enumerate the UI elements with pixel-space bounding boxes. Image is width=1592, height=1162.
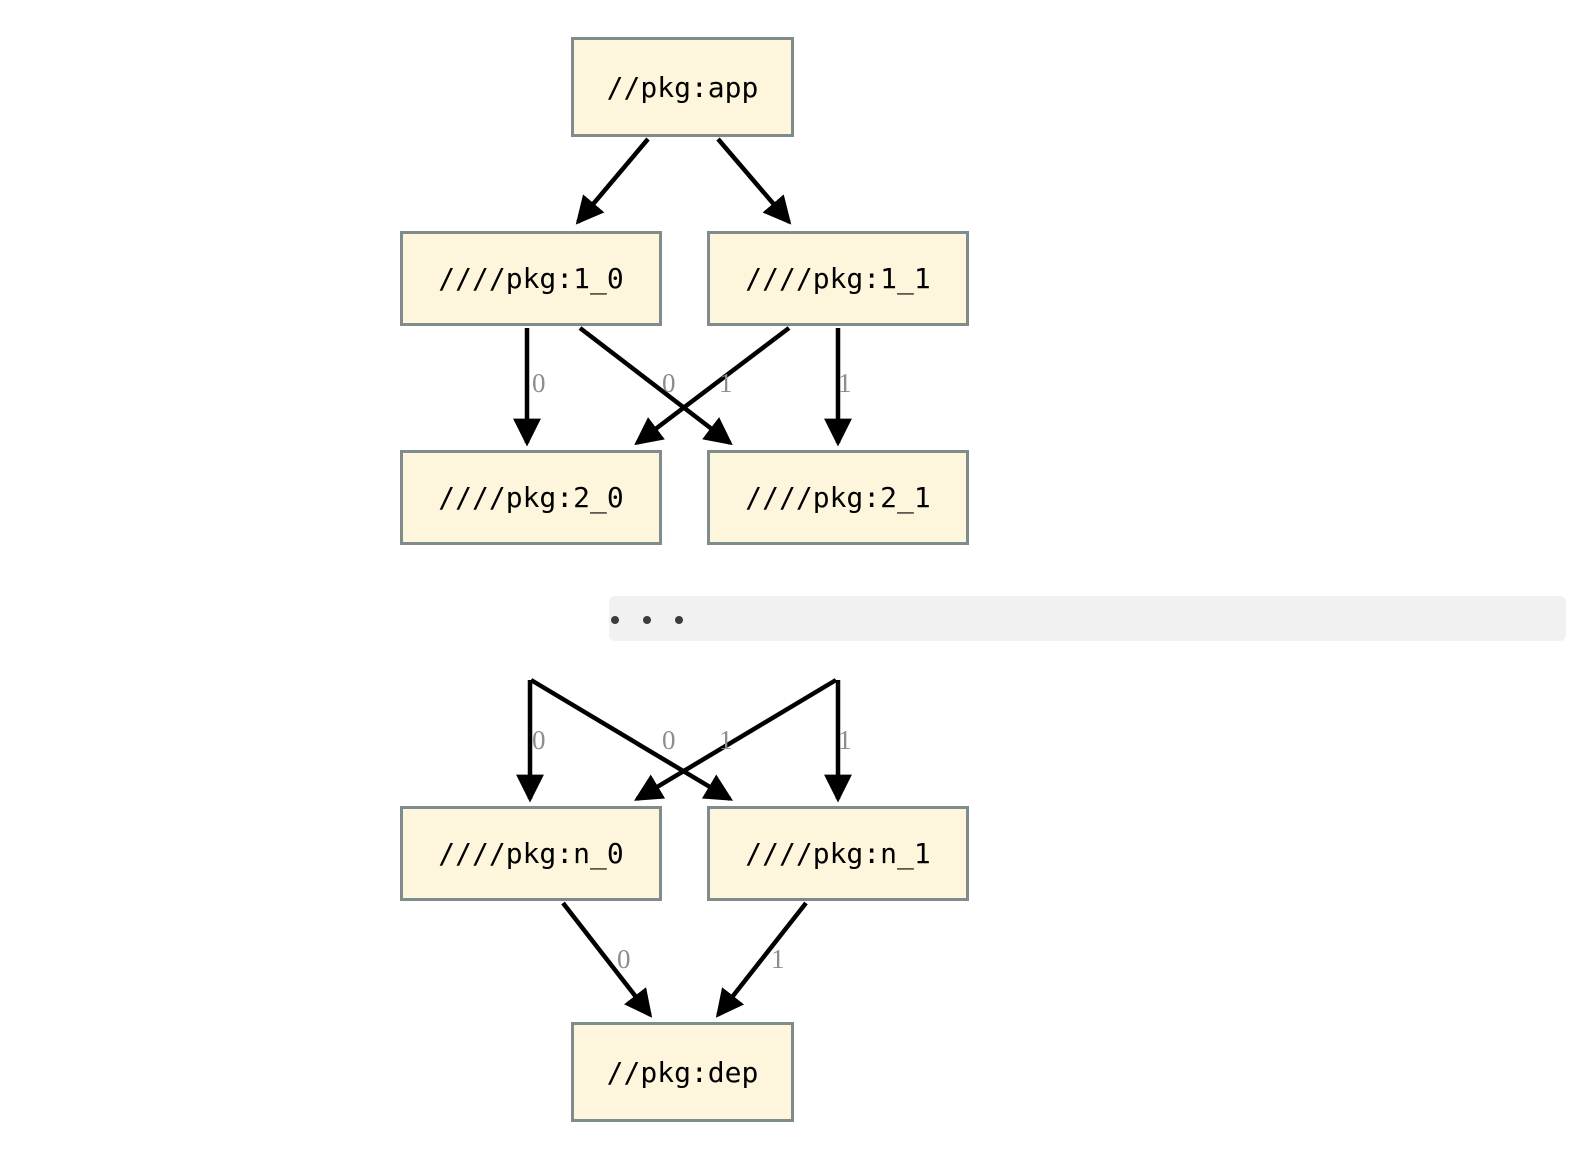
node-app-label: //pkg:app [606,70,759,104]
edge-n_0-to-dep [561,901,653,1018]
node-pkg-2_1-label: ////pkg:2_1 [745,481,931,514]
edge-truncated-to-n_0-cross [634,678,838,801]
ellipsis-dot-1 [611,616,619,624]
node-pkg-n_1[interactable]: ////pkg:n_1 [707,806,969,901]
node-pkg-1_1[interactable]: ////pkg:1_1 [707,231,969,326]
truncated-levels-band [609,596,1566,641]
edge-truncated-to-n_1-cross [529,678,733,801]
ellipsis-dot-2 [643,616,651,624]
node-pkg-1_0[interactable]: ////pkg:1_0 [400,231,662,326]
edge-label-truncated-to-n_1: 1 [838,725,852,755]
node-pkg-n_0[interactable]: ////pkg:n_0 [400,806,662,901]
edge-label-n_1-to-dep: 1 [771,944,785,974]
node-pkg-2_1[interactable]: ////pkg:2_1 [707,450,969,545]
node-pkg-n_1-label: ////pkg:n_1 [745,837,931,870]
edge-n_1-to-dep [715,901,808,1018]
node-pkg-1_1-label: ////pkg:1_1 [745,262,931,295]
edge-label-truncated-to-n_1-cross: 0 [662,725,676,755]
node-pkg-2_0-label: ////pkg:2_0 [438,481,624,514]
node-dep[interactable]: //pkg:dep [571,1022,794,1122]
edge-1_1-to-2_0 [634,326,791,446]
node-app[interactable]: //pkg:app [571,37,794,137]
edge-1_0-to-2_1 [578,326,733,446]
edge-label-1_0-to-2_1: 0 [662,368,676,398]
node-pkg-1_0-label: ////pkg:1_0 [438,262,624,295]
node-pkg-n_0-label: ////pkg:n_0 [438,837,624,870]
ellipsis-dot-3 [675,616,683,624]
edge-label-1_0-to-2_0: 0 [532,368,546,398]
ellipsis-icon [611,616,683,624]
edge-label-n_0-to-dep: 0 [617,944,631,974]
node-dep-label: //pkg:dep [606,1055,759,1089]
edge-label-truncated-to-n_0-cross: 1 [719,725,733,755]
edge-app-to-1_1 [716,137,792,225]
edge-label-1_1-to-2_1: 1 [838,368,852,398]
edge-label-truncated-to-n_0: 0 [532,725,546,755]
edge-label-1_1-to-2_0: 1 [719,368,733,398]
edge-app-to-1_0 [575,137,650,225]
node-pkg-2_0[interactable]: ////pkg:2_0 [400,450,662,545]
